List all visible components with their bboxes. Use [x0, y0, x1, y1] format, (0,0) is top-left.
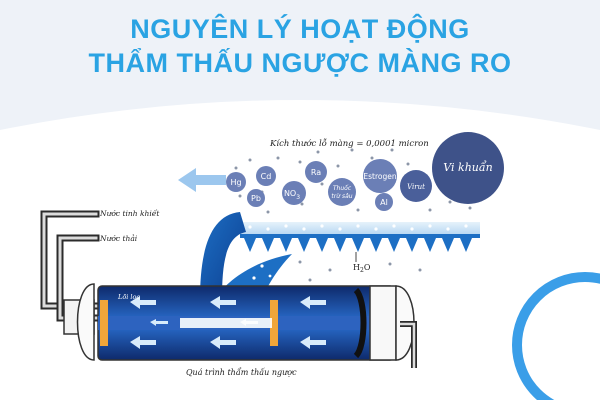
svg-text:Vi khuẩn: Vi khuẩn: [443, 161, 492, 174]
particle-virus: Virut: [400, 170, 432, 202]
particle-bacteria: Vi khuẩn: [432, 132, 504, 204]
permeate-dots: [298, 260, 422, 282]
particle-pesticide: Thuốc trừ sâu: [328, 178, 356, 206]
particle-pb: Pb: [247, 189, 265, 207]
ro-membrane: [232, 222, 480, 252]
svg-text:NO3: NO3: [284, 189, 300, 201]
filter-core-label: Lõi lọc: [117, 293, 140, 301]
particle-al: Al: [375, 193, 393, 211]
accent-ring: [512, 272, 600, 400]
tube-flow-arrows: [130, 296, 326, 349]
particle-estrogen: Estrogen: [363, 159, 397, 193]
svg-text:Al: Al: [380, 198, 388, 207]
particle-hg: Hg: [226, 172, 246, 192]
title-line-1: NGUYÊN LÝ HOẠT ĐỘNG: [130, 14, 470, 44]
wave-bubbles: [242, 264, 272, 280]
particle-cd: Cd: [256, 166, 276, 186]
center-channel: [180, 318, 272, 328]
title-line-2: THẨM THẤU NGƯỢC MÀNG RO: [88, 48, 512, 78]
process-label: Quá trình thẩm thấu ngược: [186, 368, 297, 377]
outflow-arrow: [178, 168, 226, 192]
particle-ra: Ra: [305, 161, 327, 183]
svg-text:Ra: Ra: [311, 168, 321, 177]
membrane-curl: [200, 212, 246, 300]
svg-text:Thuốc: Thuốc: [333, 185, 352, 192]
svg-text:Cd: Cd: [261, 172, 272, 181]
svg-text:trừ sâu: trừ sâu: [331, 193, 352, 200]
h2o-label: H2O: [353, 263, 371, 274]
svg-text:Virut: Virut: [407, 183, 425, 191]
svg-text:Estrogen: Estrogen: [363, 172, 396, 181]
particle-no3: NO3: [282, 181, 306, 205]
waste-water-label: Nước thải: [99, 234, 138, 243]
left-end-cap: [63, 283, 95, 361]
svg-text:Pb: Pb: [251, 194, 261, 203]
svg-text:Hg: Hg: [230, 178, 241, 187]
pore-size-label: Kích thước lỗ màng = 0,0001 micron: [269, 138, 429, 149]
pure-water-label: Nước tinh khiết: [99, 209, 160, 218]
